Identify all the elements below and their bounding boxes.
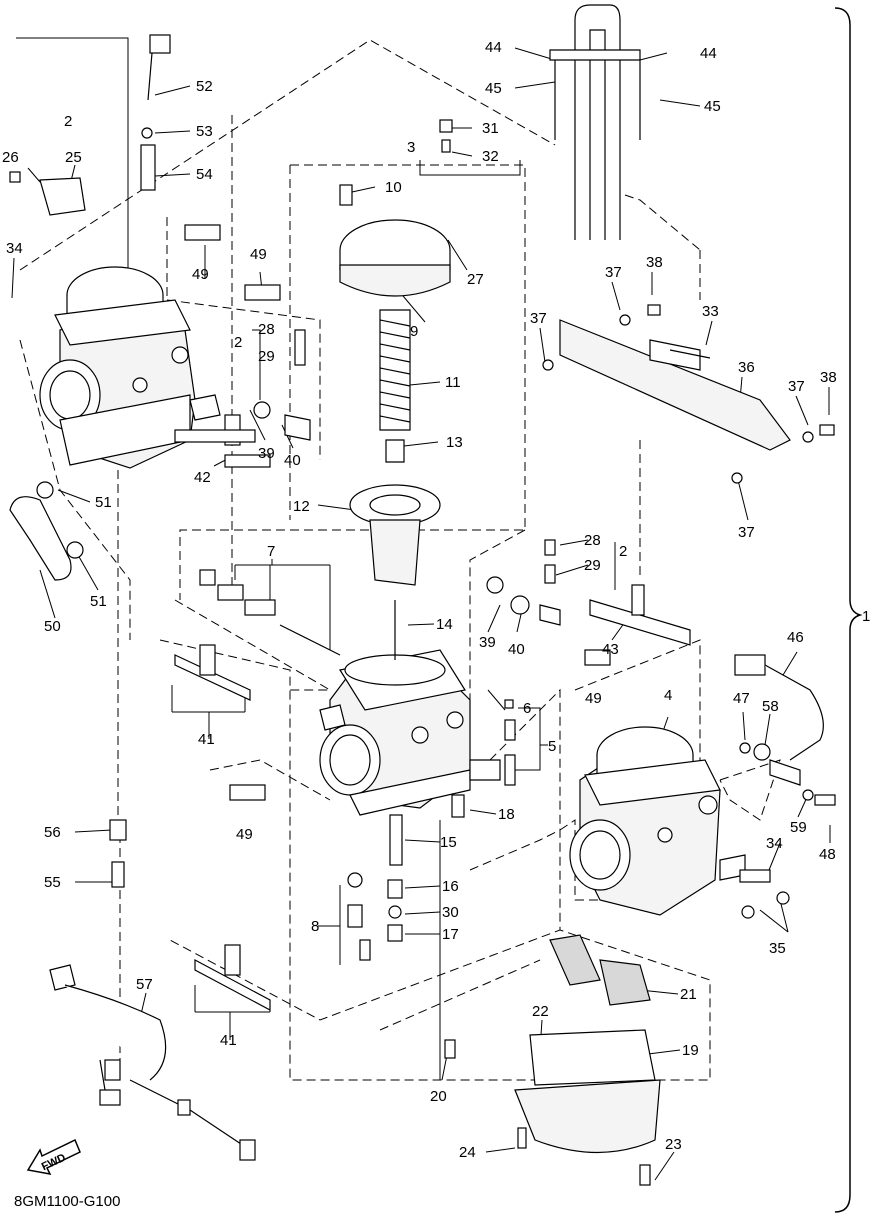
diagram-code: 8GM1100-G100 <box>14 1193 120 1210</box>
callout-18: 18 <box>498 806 515 823</box>
callout-8: 8 <box>311 918 319 935</box>
callout-28: 28 <box>258 321 275 338</box>
needle-holder <box>385 439 405 463</box>
callout-45: 45 <box>704 98 721 115</box>
callout-12: 12 <box>293 498 310 515</box>
diaphragm-cover <box>339 219 451 297</box>
callout-33: 33 <box>702 303 719 320</box>
callout-56: 56 <box>44 824 61 841</box>
callout-52: 52 <box>196 78 213 95</box>
callout-23: 23 <box>665 1136 682 1153</box>
callout-43: 43 <box>602 641 619 658</box>
callout-55: 55 <box>44 874 61 891</box>
callout-37: 37 <box>605 264 622 281</box>
callout-10: 10 <box>385 179 402 196</box>
callout-44: 44 <box>700 45 717 62</box>
small-parts <box>9 34 836 1186</box>
callout-28: 28 <box>584 532 601 549</box>
callout-37: 37 <box>738 524 755 541</box>
callout-49: 49 <box>585 690 602 707</box>
callout-2: 2 <box>234 334 242 351</box>
callout-51: 51 <box>90 593 107 610</box>
vent-hoses <box>549 4 641 240</box>
callout-31: 31 <box>482 120 499 137</box>
callout-11: 11 <box>445 374 461 391</box>
callout-53: 53 <box>196 123 213 140</box>
callout-17: 17 <box>442 926 459 943</box>
carburetor-body-front <box>569 726 746 916</box>
callout-36: 36 <box>738 359 755 376</box>
callout-39: 39 <box>479 634 496 651</box>
callout-16: 16 <box>442 878 459 895</box>
callout-13: 13 <box>446 434 463 451</box>
callout-41: 41 <box>220 1032 237 1049</box>
callout-19: 19 <box>682 1042 699 1059</box>
dashed-group-lines <box>19 39 781 1081</box>
callout-34: 34 <box>766 835 783 852</box>
callout-2: 2 <box>64 113 72 130</box>
callout-3: 3 <box>407 139 415 156</box>
callout-29: 29 <box>258 348 275 365</box>
callout-21: 21 <box>680 986 697 1003</box>
callout-46: 46 <box>787 629 804 646</box>
callout-49: 49 <box>236 826 253 843</box>
callouts: 2 25 26 34 52 53 54 44 44 45 45 31 32 3 … <box>2 39 870 1161</box>
callout-32: 32 <box>482 148 499 165</box>
callout-37: 37 <box>788 378 805 395</box>
callout-15: 15 <box>440 834 457 851</box>
callout-58: 58 <box>762 698 779 715</box>
callout-51: 51 <box>95 494 112 511</box>
callout-39: 39 <box>258 445 275 462</box>
callout-54: 54 <box>196 166 213 183</box>
callout-49: 49 <box>250 246 267 263</box>
callout-41: 41 <box>198 731 215 748</box>
carburetor-body-center <box>319 649 501 816</box>
callout-45: 45 <box>485 80 502 97</box>
callout-44: 44 <box>485 39 502 56</box>
callout-5: 5 <box>548 738 556 755</box>
callout-47: 47 <box>733 690 750 707</box>
callout-14: 14 <box>436 616 453 633</box>
callout-35: 35 <box>769 940 786 957</box>
carburetor-body-rear <box>39 266 221 469</box>
callout-38: 38 <box>820 369 837 386</box>
callout-20: 20 <box>430 1088 447 1105</box>
callout-37: 37 <box>530 310 547 327</box>
throttle-spring <box>379 309 411 431</box>
callout-59: 59 <box>790 819 807 836</box>
carburetor-bracket <box>559 319 791 451</box>
callout-26: 26 <box>2 149 19 166</box>
callout-7: 7 <box>267 543 275 560</box>
callout-40: 40 <box>284 452 301 469</box>
assembly-brace <box>834 7 863 1213</box>
callout-4: 4 <box>664 687 672 704</box>
callout-48: 48 <box>819 846 836 863</box>
callout-49: 49 <box>192 266 209 283</box>
callout-22: 22 <box>532 1003 549 1020</box>
fwd-arrow <box>26 1138 81 1176</box>
callout-9: 9 <box>410 323 418 340</box>
callout-2: 2 <box>619 543 627 560</box>
callout-30: 30 <box>442 904 459 921</box>
callout-34: 34 <box>6 240 23 257</box>
callout-38: 38 <box>646 254 663 271</box>
piston-valve-diaphragm <box>349 484 441 586</box>
callout-40: 40 <box>508 641 525 658</box>
callout-25: 25 <box>65 149 82 166</box>
callout-6: 6 <box>523 700 531 717</box>
callout-57: 57 <box>136 976 153 993</box>
callout-27: 27 <box>467 271 484 288</box>
callout-42: 42 <box>194 469 211 486</box>
assembly-ref-1: 1 <box>862 608 870 625</box>
callout-29: 29 <box>584 557 601 574</box>
callout-50: 50 <box>44 618 61 635</box>
callout-24: 24 <box>459 1144 476 1161</box>
